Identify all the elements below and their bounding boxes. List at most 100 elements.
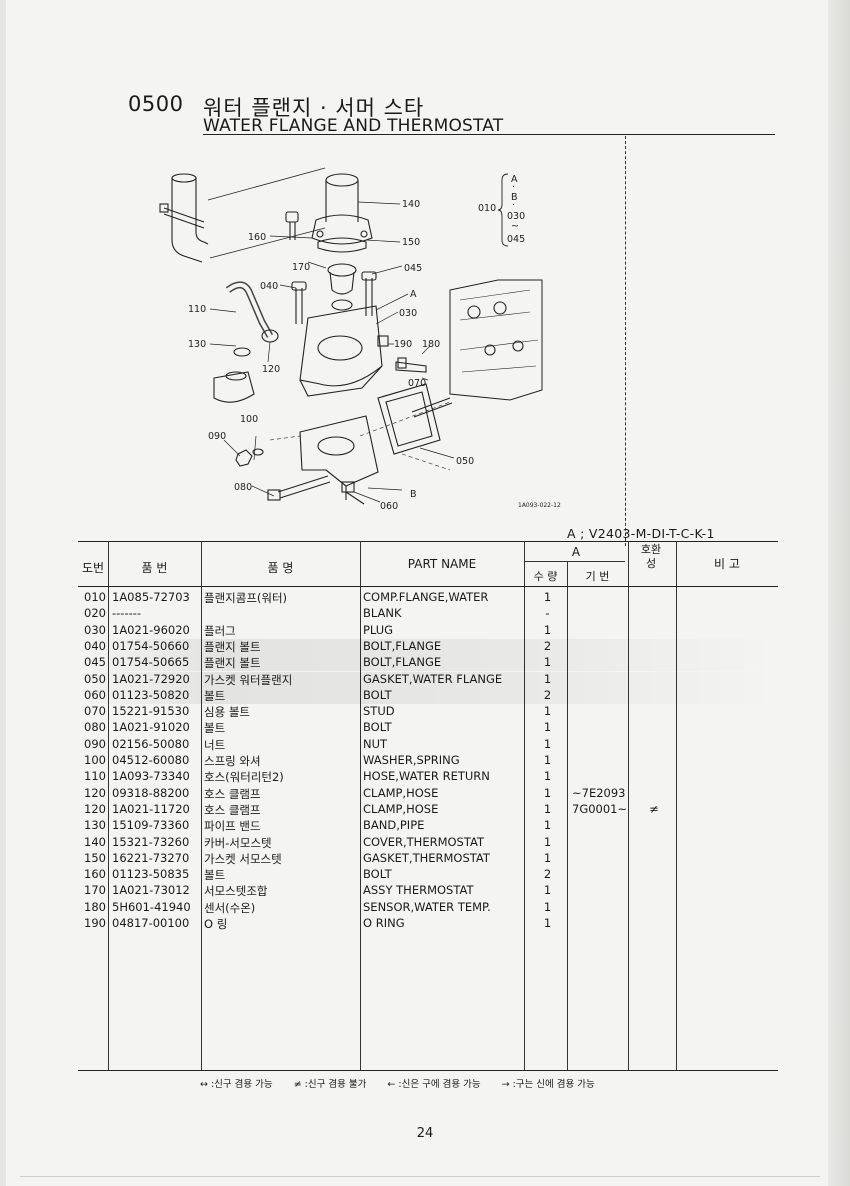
cell-en: CLAMP,HOSE — [363, 785, 439, 800]
callout-050: 050 — [456, 456, 474, 467]
cell-no: 080 — [84, 720, 106, 735]
cell-en: ASSY THERMOSTAT — [363, 883, 474, 898]
callout-040: 040 — [260, 281, 278, 292]
cell-qty: 1 — [543, 671, 552, 686]
cell-en: SENSOR,WATER TEMP. — [363, 899, 491, 914]
callout-070: 070 — [408, 378, 426, 389]
cell-no: 130 — [84, 818, 106, 833]
cell-sn: 7G0001~ — [572, 801, 628, 816]
cell-ko: 볼트 — [204, 721, 226, 736]
col-divider-7 — [676, 541, 677, 1070]
cell-pn: 01754-50665 — [112, 655, 190, 670]
cell-sn: ~7E2093 — [572, 785, 626, 800]
marker-b: B — [410, 489, 417, 500]
cell-qty: 1 — [543, 801, 552, 816]
cell-ko: 호스(워터리턴2) — [204, 770, 284, 785]
cell-en: HOSE,WATER RETURN — [363, 769, 490, 784]
image-code: 1A093-022-12 — [518, 502, 561, 509]
range-label-4: 030 — [507, 211, 525, 222]
page-edge-left — [0, 0, 6, 1186]
callout-150: 150 — [402, 237, 420, 248]
legend-not-interchangeable: ≠ :신구 겸용 불가 — [293, 1079, 367, 1090]
cell-qty: 1 — [543, 834, 552, 849]
cell-no: 030 — [84, 622, 106, 637]
callout-140: 140 — [402, 199, 420, 210]
cell-qty: 2 — [543, 638, 552, 653]
cell-qty: 1 — [543, 883, 552, 898]
callout-170: 170 — [292, 262, 310, 273]
page-title-english: WATER FLANGE AND THERMOSTAT — [203, 116, 504, 136]
page-number: 24 — [416, 1126, 434, 1141]
header-remarks: 비 고 — [714, 557, 740, 571]
cell-ko: 호스 클램프 — [204, 802, 261, 817]
table-top-rule — [78, 541, 778, 542]
cell-no: 120 — [84, 801, 106, 816]
page-edge-right — [828, 0, 850, 1186]
cell-ko: 볼트 — [204, 868, 226, 883]
col-divider-3 — [360, 541, 361, 1070]
cell-ko: 센서(수온) — [204, 900, 256, 915]
cell-pn: 09318-88200 — [112, 785, 190, 800]
cell-ko: 호스 클램프 — [204, 786, 261, 801]
table-row: 020-------BLANK- — [78, 606, 778, 622]
header-ref-no: 도번 — [81, 561, 105, 575]
cell-en: WASHER,SPRING — [363, 753, 460, 767]
cell-en: BOLT,FLANGE — [363, 638, 442, 653]
cell-en: PLUG — [363, 622, 394, 637]
cell-en: BOLT — [363, 720, 392, 735]
cell-ko: 볼트 — [204, 688, 226, 703]
parts-table: 도번 품 번 품 명 PART NAME A 수 량 기 번 호환성 비 고 0… — [78, 541, 778, 1071]
cell-qty: 1 — [543, 590, 552, 604]
dashed-divider — [625, 136, 626, 546]
cell-pn: 15221-91530 — [112, 704, 190, 719]
col-divider-1 — [108, 541, 109, 1070]
range-label-6: 045 — [507, 234, 525, 245]
cell-ko: 플랜지 볼트 — [204, 656, 261, 671]
table-bottom-rule — [78, 1070, 778, 1071]
cell-qty: 1 — [543, 704, 552, 719]
cell-qty: 1 — [543, 769, 552, 784]
cell-qty: 1 — [543, 818, 552, 833]
table-header-rule — [78, 586, 778, 587]
cell-ko: 플랜지 볼트 — [204, 639, 261, 654]
col-divider-6 — [628, 541, 629, 1070]
cell-pn: 01123-50820 — [112, 687, 190, 702]
legend-both-ways: ↔ :신구 겸용 가능 — [200, 1079, 273, 1090]
cell-ko: 너트 — [204, 737, 226, 752]
cell-no: 110 — [84, 769, 106, 784]
cell-pn: 1A021-96020 — [112, 622, 190, 637]
cell-qty: 1 — [543, 736, 552, 751]
range-label-2: B — [511, 192, 518, 203]
col-divider-5 — [567, 561, 568, 1070]
header-interchange: 호환성 — [640, 543, 662, 570]
cell-no: 180 — [84, 899, 106, 914]
cell-no: 140 — [84, 834, 106, 849]
model-designation: A ; V2403-M-DI-T-C-K-1 — [567, 526, 715, 541]
col-divider-2 — [201, 541, 202, 1070]
cell-pn: 1A021-11720 — [112, 801, 190, 816]
cell-en: O RING — [363, 916, 405, 930]
callout-010: 010 — [478, 203, 496, 214]
cell-pn: 1A093-73340 — [112, 769, 190, 784]
callout-080: 080 — [234, 482, 252, 493]
cell-no: 170 — [84, 883, 106, 898]
cell-ko: 플랜지콤프(워터) — [204, 591, 288, 605]
page-bottom-edge — [20, 1176, 820, 1177]
cell-no: 090 — [84, 736, 106, 751]
range-label-5: ~ — [511, 221, 519, 232]
cell-qty: 1 — [543, 916, 552, 930]
cell-pn: 1A021-91020 — [112, 720, 190, 735]
table-row: 110 1A093-73340 호스(워터리턴2) HOSE,WATER RETURN… — [78, 769, 778, 785]
cell-ko: 파이프 밴드 — [204, 819, 261, 834]
cell-en: NUT — [363, 736, 388, 751]
cell-en: BAND,PIPE — [363, 818, 425, 833]
